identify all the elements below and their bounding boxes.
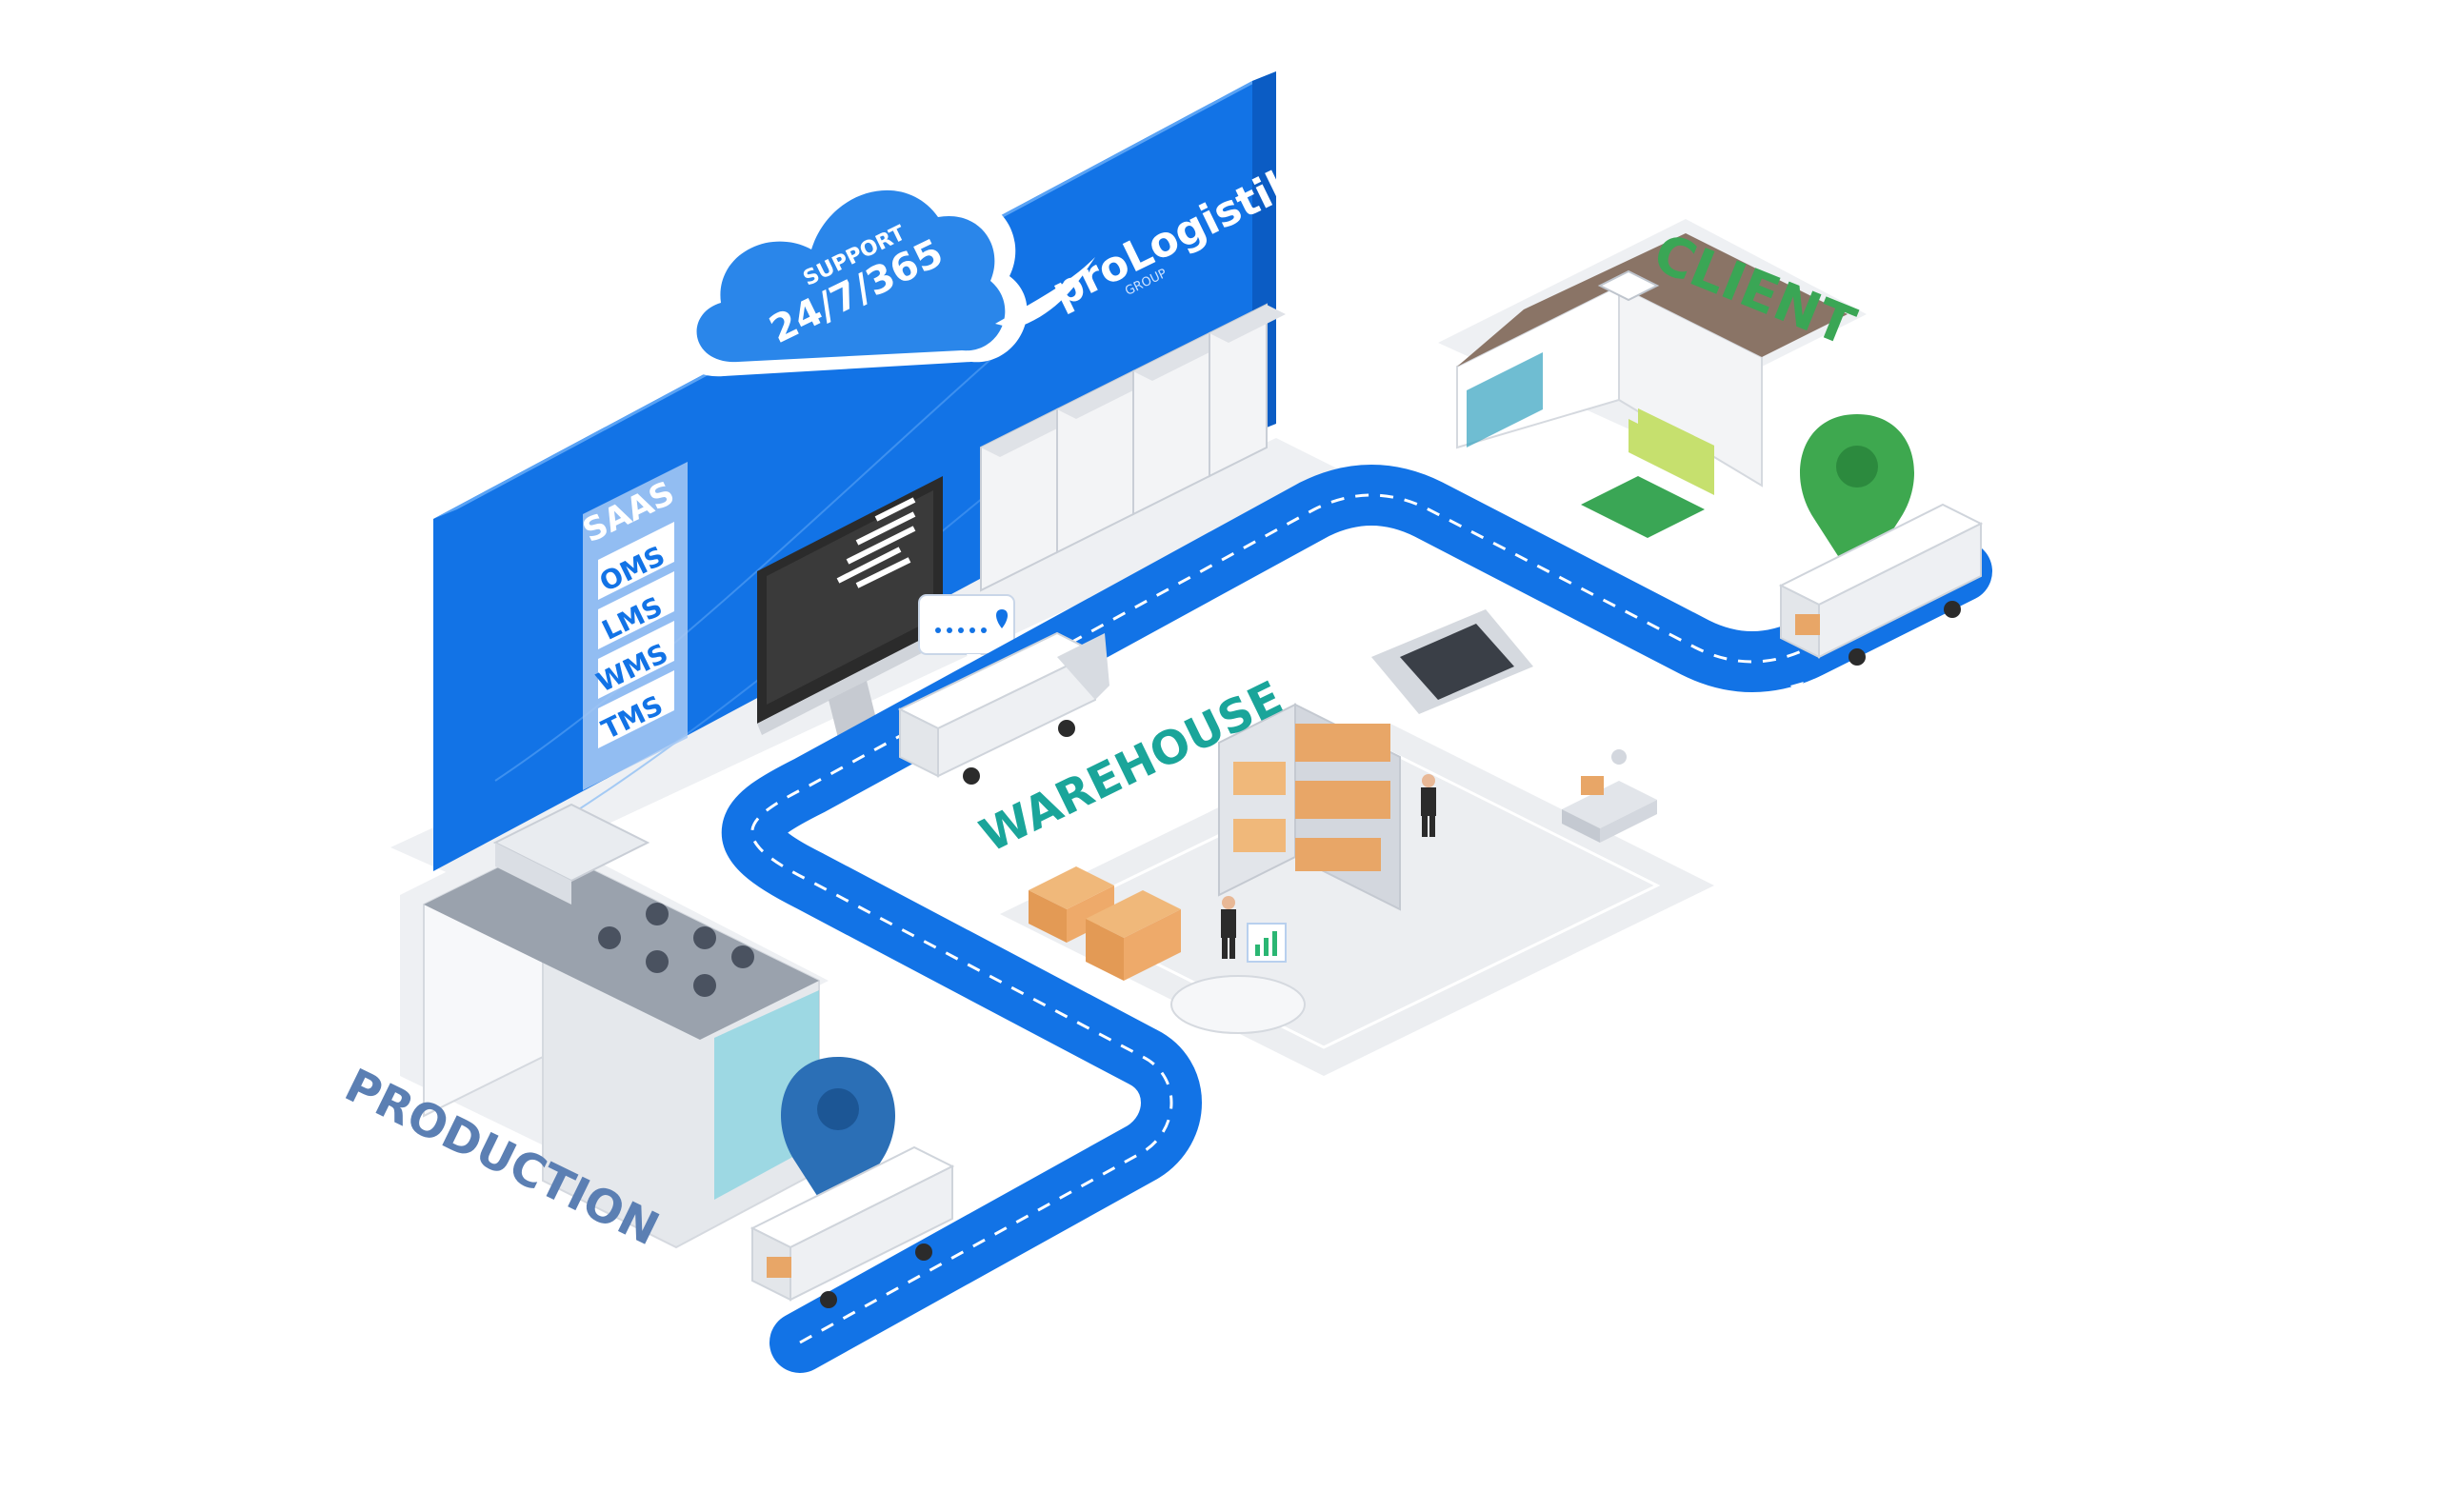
arrow-icon — [857, 817, 870, 828]
support-cloud: SUPPORT 24/7/365 — [673, 168, 1028, 377]
client-building: CLIENT — [1438, 219, 1867, 538]
server-racks — [980, 303, 1286, 592]
arrow-icon — [1790, 682, 1804, 693]
box-pallet-icon — [1029, 866, 1114, 943]
client-location-pin-icon — [1800, 414, 1914, 586]
server-rack-icon — [1209, 303, 1286, 478]
production-location-pin-icon — [781, 1057, 895, 1228]
server-rack-icon — [1056, 369, 1152, 554]
server-rack-icon — [980, 408, 1076, 592]
road-arrows — [857, 610, 1804, 1174]
logo-swoosh-icon — [995, 257, 1095, 328]
production-building: PRODUCTION — [337, 803, 829, 1256]
box-pallet-icon — [1086, 890, 1181, 981]
saas-panel: SAAS OMS LMS WMS TMS — [577, 462, 688, 790]
arrow-icon — [1009, 1163, 1023, 1174]
arrow-icon — [1195, 615, 1209, 627]
location-marker-icon — [996, 609, 1008, 628]
worker-icon — [1421, 774, 1436, 837]
monitor-icon — [757, 476, 948, 738]
truck-icon — [749, 1145, 955, 1308]
truck-icon — [897, 631, 1109, 785]
truck-icon — [1778, 503, 1984, 666]
storage-shelves-icon — [1218, 703, 1401, 911]
robot-cart-icon — [1562, 749, 1657, 843]
arrow-icon — [1543, 610, 1556, 622]
arrow-icon — [943, 996, 956, 1007]
worker-icon — [1221, 896, 1236, 959]
delivery-road — [722, 465, 1992, 1373]
